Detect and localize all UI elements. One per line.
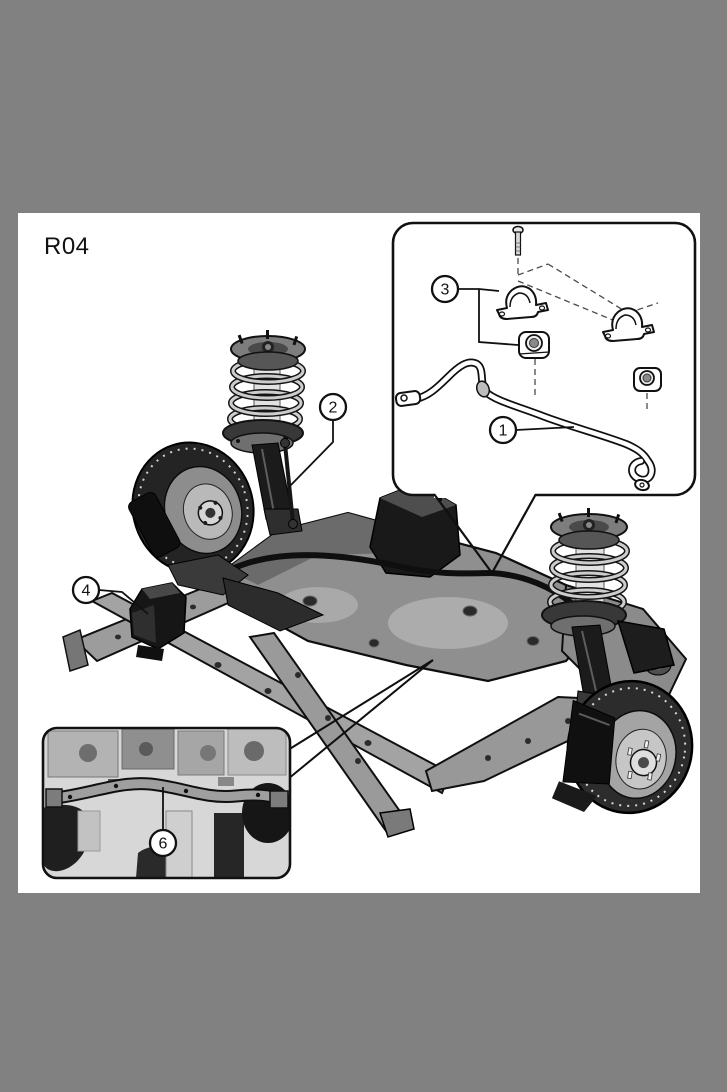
callout-4: 4 <box>71 575 149 615</box>
bolt-icon <box>512 225 524 256</box>
left-brake-rotor <box>128 441 255 575</box>
stabilizer-bracket-icon-left <box>496 285 549 320</box>
callout-3: 3 <box>430 274 519 346</box>
stabilizer-bushing-icon-left <box>518 331 550 359</box>
callout-4-circle <box>71 575 101 605</box>
stabilizer-bushing-icon-right <box>633 367 662 392</box>
diagram-page: R04 <box>18 213 700 893</box>
underbody-brace-bar <box>45 777 289 809</box>
left-strut-assembly <box>222 330 306 536</box>
stabilizer-bracket-icon-right <box>602 307 655 342</box>
callout-1: 1 <box>488 415 575 445</box>
callout-6: 6 <box>148 787 178 858</box>
callout-1-number: 1 <box>499 423 508 440</box>
main-illustration <box>62 330 694 838</box>
subframe-mount-bracket <box>129 582 187 661</box>
stabilizer-link <box>280 434 298 529</box>
figure-code: R04 <box>44 233 90 260</box>
stabilizer-bar <box>394 358 656 492</box>
callout-4-number: 4 <box>82 583 91 600</box>
callout-3-number: 3 <box>441 282 450 299</box>
underbody-photo <box>43 728 290 878</box>
callout-box-outline <box>391 221 697 497</box>
callout-2-circle <box>318 392 348 422</box>
callout-6-circle <box>148 828 178 858</box>
callout-2-number: 2 <box>329 400 338 417</box>
stabilizer-detail-callout-box: 3 1 <box>391 221 697 574</box>
lower-control-arm <box>222 577 325 632</box>
right-brake-rotor <box>551 679 694 815</box>
callout-2: 2 <box>288 392 348 488</box>
underbody-inset-box: 6 <box>41 659 434 880</box>
callout-3-circle <box>430 274 460 304</box>
callout-1-circle <box>488 415 518 445</box>
subframe <box>62 475 688 838</box>
callout-6-number: 6 <box>159 836 168 853</box>
front-suspension-diagram: 3 1 <box>41 221 697 880</box>
inset-box-outline <box>41 726 292 880</box>
